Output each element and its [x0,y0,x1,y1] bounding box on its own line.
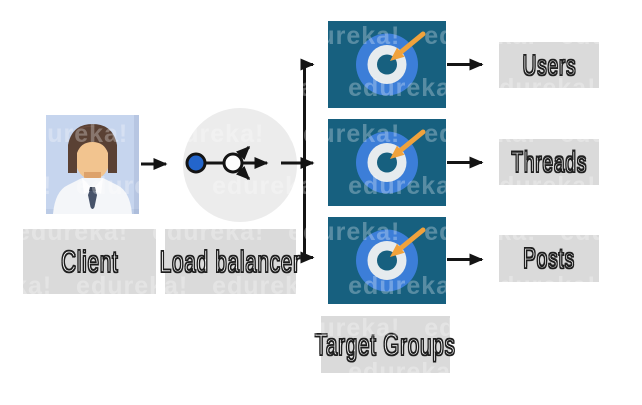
bullseye-icon [356,31,426,96]
client-label-text: Client [60,243,119,279]
client-person-icon [46,115,139,214]
target-group-icon-users [328,21,446,108]
posts-label: Posts [499,235,599,282]
bullseye-icon [356,129,426,194]
users-label-text: Users [522,47,576,82]
target-groups-label-text: Target Groups [315,326,456,362]
load-balancer-label-text: Load balancer [160,243,301,279]
target-group-icon-threads [328,119,446,206]
threads-label-text: Threads [511,144,587,179]
target-groups-label: Target Groups [315,316,456,373]
client-avatar [46,115,139,214]
posts-label-text: Posts [523,241,575,276]
bullseye-icon [356,227,426,292]
target-group-icon-posts [328,217,446,304]
users-label: Users [499,42,599,88]
load-balancer-icon [183,108,297,222]
client-label: Client [23,229,156,294]
load-balancer-label: Load balancer [160,229,301,294]
threads-label: Threads [499,139,599,185]
